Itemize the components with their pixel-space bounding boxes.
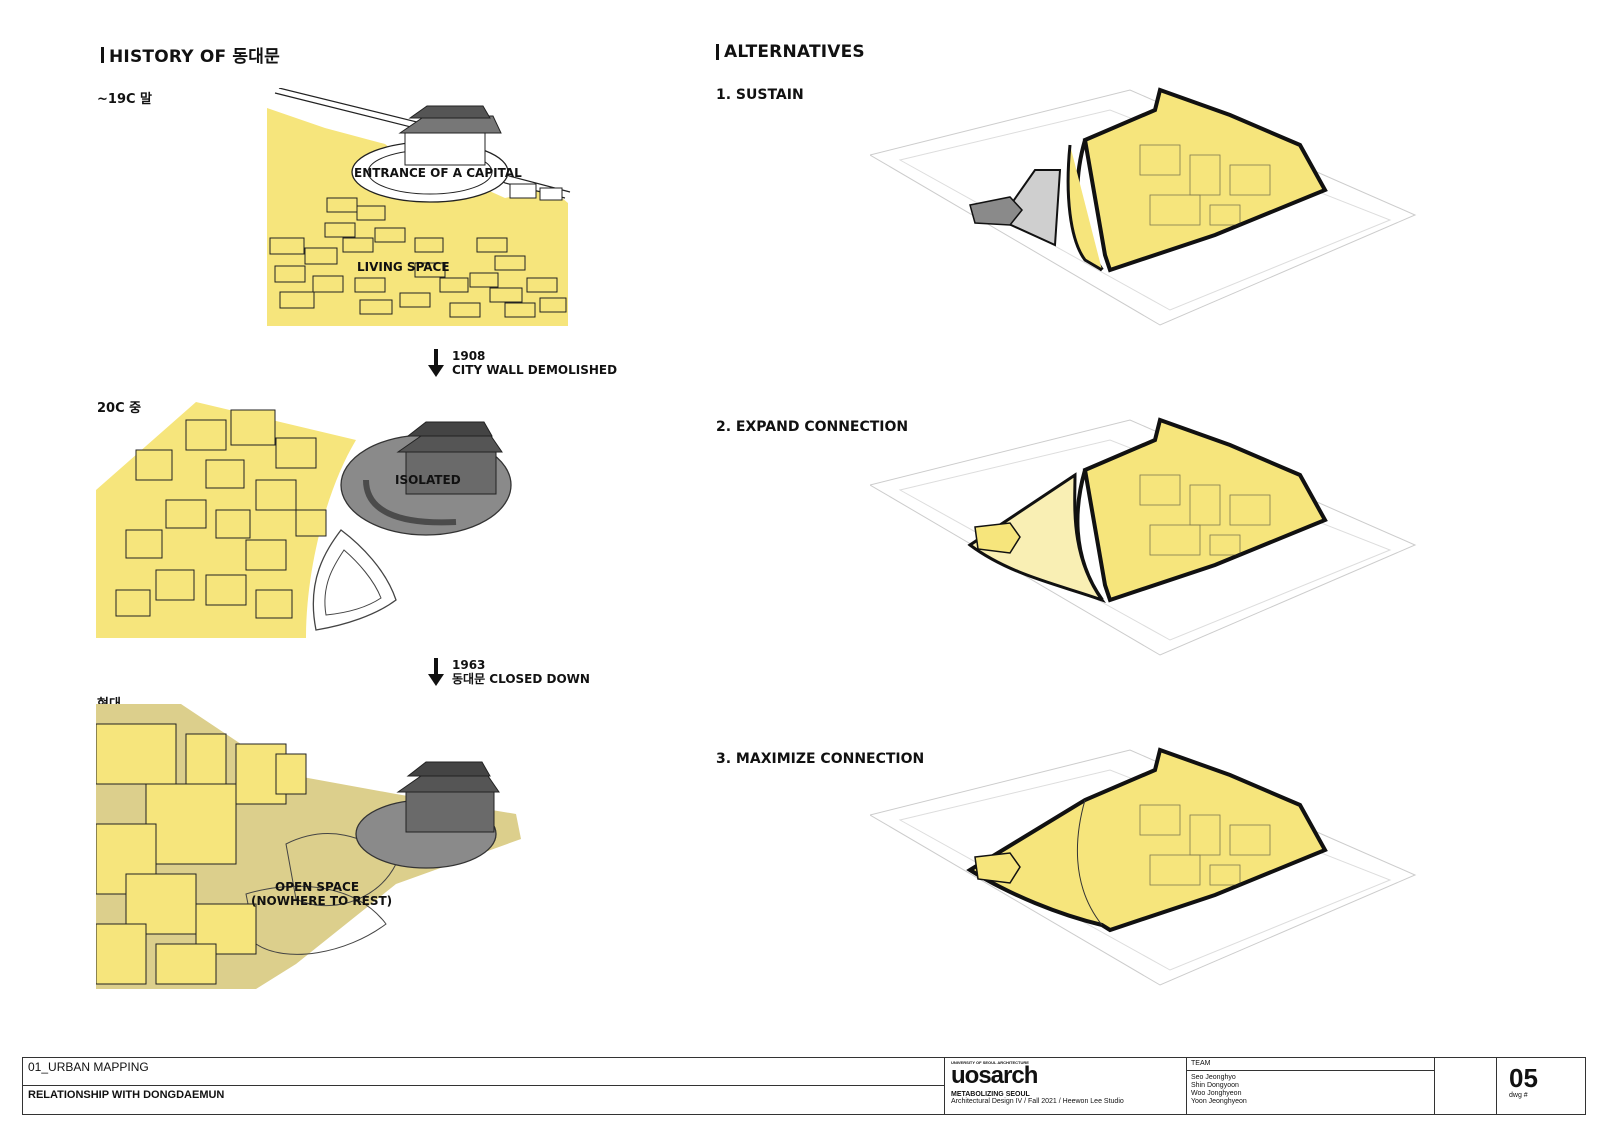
dwg-label: dwg #: [1509, 1092, 1528, 1099]
label-living-space: LIVING SPACE: [357, 260, 450, 274]
alternative-2-label: 2. EXPAND CONNECTION: [716, 419, 909, 435]
logo-subtext: UNIVERSITY OF SEOUL ARCHITECTURE: [951, 1060, 1029, 1065]
era-19c-illustration: [267, 88, 571, 326]
logo-cell: UNIVERSITY OF SEOUL ARCHITECTURE uosarch…: [945, 1058, 1187, 1115]
down-arrow-icon: [428, 349, 444, 377]
alternative-1-label: 1. SUSTAIN: [716, 87, 804, 103]
down-arrow-icon: [428, 658, 444, 686]
uosarch-logo: uosarch: [951, 1062, 1038, 1089]
era-19c-label: ~19C 말: [97, 92, 153, 107]
section-cell: 01_URBAN MAPPING: [23, 1058, 945, 1086]
alternative-3-label: 3. MAXIMIZE CONNECTION: [716, 751, 925, 767]
label-nowhere-to-rest: (NOWHERE TO REST): [251, 894, 393, 908]
section-label: 01_URBAN MAPPING: [28, 1060, 149, 1074]
course-info: Architectural Design IV / Fall 2021 / He…: [951, 1098, 1124, 1105]
label-isolated: ISOLATED: [395, 473, 461, 487]
drawing-title-cell: RELATIONSHIP WITH DONGDAEMUN: [23, 1086, 945, 1115]
year-1908: 1908: [452, 349, 486, 363]
sheet-number-cell: 05 dwg #: [1497, 1058, 1585, 1115]
event-1963: 동대문 CLOSED DOWN: [452, 672, 590, 686]
label-open-space: OPEN SPACE: [275, 880, 360, 894]
history-title: HISTORY OF 동대문: [101, 42, 280, 67]
alternative-2-diagram: [870, 417, 1417, 656]
project-name: METABOLIZING SEOUL: [951, 1091, 1030, 1098]
team-member: Seo Jeonghyo: [1191, 1074, 1236, 1081]
team-member: Woo Jonghyeon: [1191, 1090, 1242, 1097]
title-marker: [101, 46, 104, 63]
title-marker: [716, 44, 719, 60]
team-label: TEAM: [1187, 1060, 1434, 1071]
year-1963: 1963: [452, 658, 486, 672]
team-cell: TEAM Seo Jeonghyo Shin Dongyoon Woo Jong…: [1187, 1058, 1435, 1115]
team-member: Shin Dongyoon: [1191, 1082, 1239, 1089]
label-entrance: ENTRANCE OF A CAPITAL: [354, 166, 522, 180]
title-block: 01_URBAN MAPPING RELATIONSHIP WITH DONGD…: [22, 1057, 1586, 1115]
blank-cell: [1435, 1058, 1497, 1115]
era-modern-illustration: [96, 704, 521, 989]
era-20c-label: 20C 중: [97, 401, 142, 416]
alternatives-title: ALTERNATIVES: [716, 42, 865, 62]
event-1908: CITY WALL DEMOLISHED: [452, 363, 618, 377]
alternative-3-diagram: [870, 747, 1417, 986]
sheet-number: 05: [1509, 1063, 1538, 1093]
drawing-title: RELATIONSHIP WITH DONGDAEMUN: [28, 1089, 225, 1101]
alternative-1-diagram: [870, 87, 1417, 326]
team-member: Yoon Jeonghyeon: [1191, 1098, 1247, 1105]
era-20c-illustration: [96, 402, 512, 638]
